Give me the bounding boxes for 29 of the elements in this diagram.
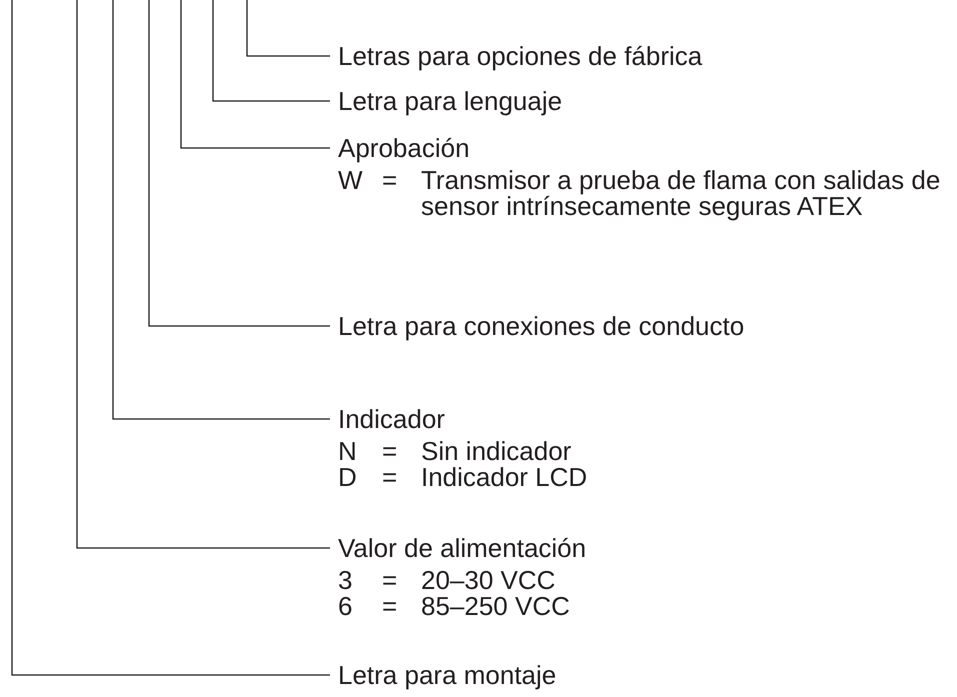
leader-line — [212, 0, 330, 102]
option-code: W — [338, 167, 364, 193]
leader-line — [112, 0, 330, 420]
leader-line — [11, 0, 330, 676]
equals-sign: = — [382, 167, 398, 193]
equals-sign: = — [382, 567, 398, 593]
leader-label: Letra para lenguaje — [338, 87, 562, 115]
leader-label: Valor de alimentación — [338, 534, 586, 562]
option-description: Indicador LCD — [421, 464, 588, 490]
option-code: 6 — [338, 593, 354, 619]
leader-label: Letra para conexiones de conducto — [338, 312, 744, 340]
leader-label: Aprobación — [338, 134, 470, 162]
leader-label: Letra para montaje — [338, 661, 556, 689]
equals-sign: = — [382, 438, 398, 464]
leader-line — [76, 0, 330, 549]
leader-line — [246, 0, 330, 57]
leader-line — [148, 0, 330, 327]
leader-line — [180, 0, 330, 149]
option-description: 20–30 VCC — [421, 567, 556, 593]
option-description: 85–250 VCC — [421, 593, 571, 619]
option-code: 3 — [338, 567, 354, 593]
leader-label: Letras para opciones de fábrica — [338, 42, 702, 70]
equals-sign: = — [382, 593, 398, 619]
option-description: Sin indicador — [421, 438, 572, 464]
option-code: D — [338, 464, 358, 490]
equals-sign: = — [382, 464, 398, 490]
leader-label: Indicador — [338, 405, 445, 433]
option-code: N — [338, 438, 358, 464]
option-description: Transmisor a prueba de flama con salidas de sensor intrínsecamente seguras ATEX — [421, 167, 942, 219]
